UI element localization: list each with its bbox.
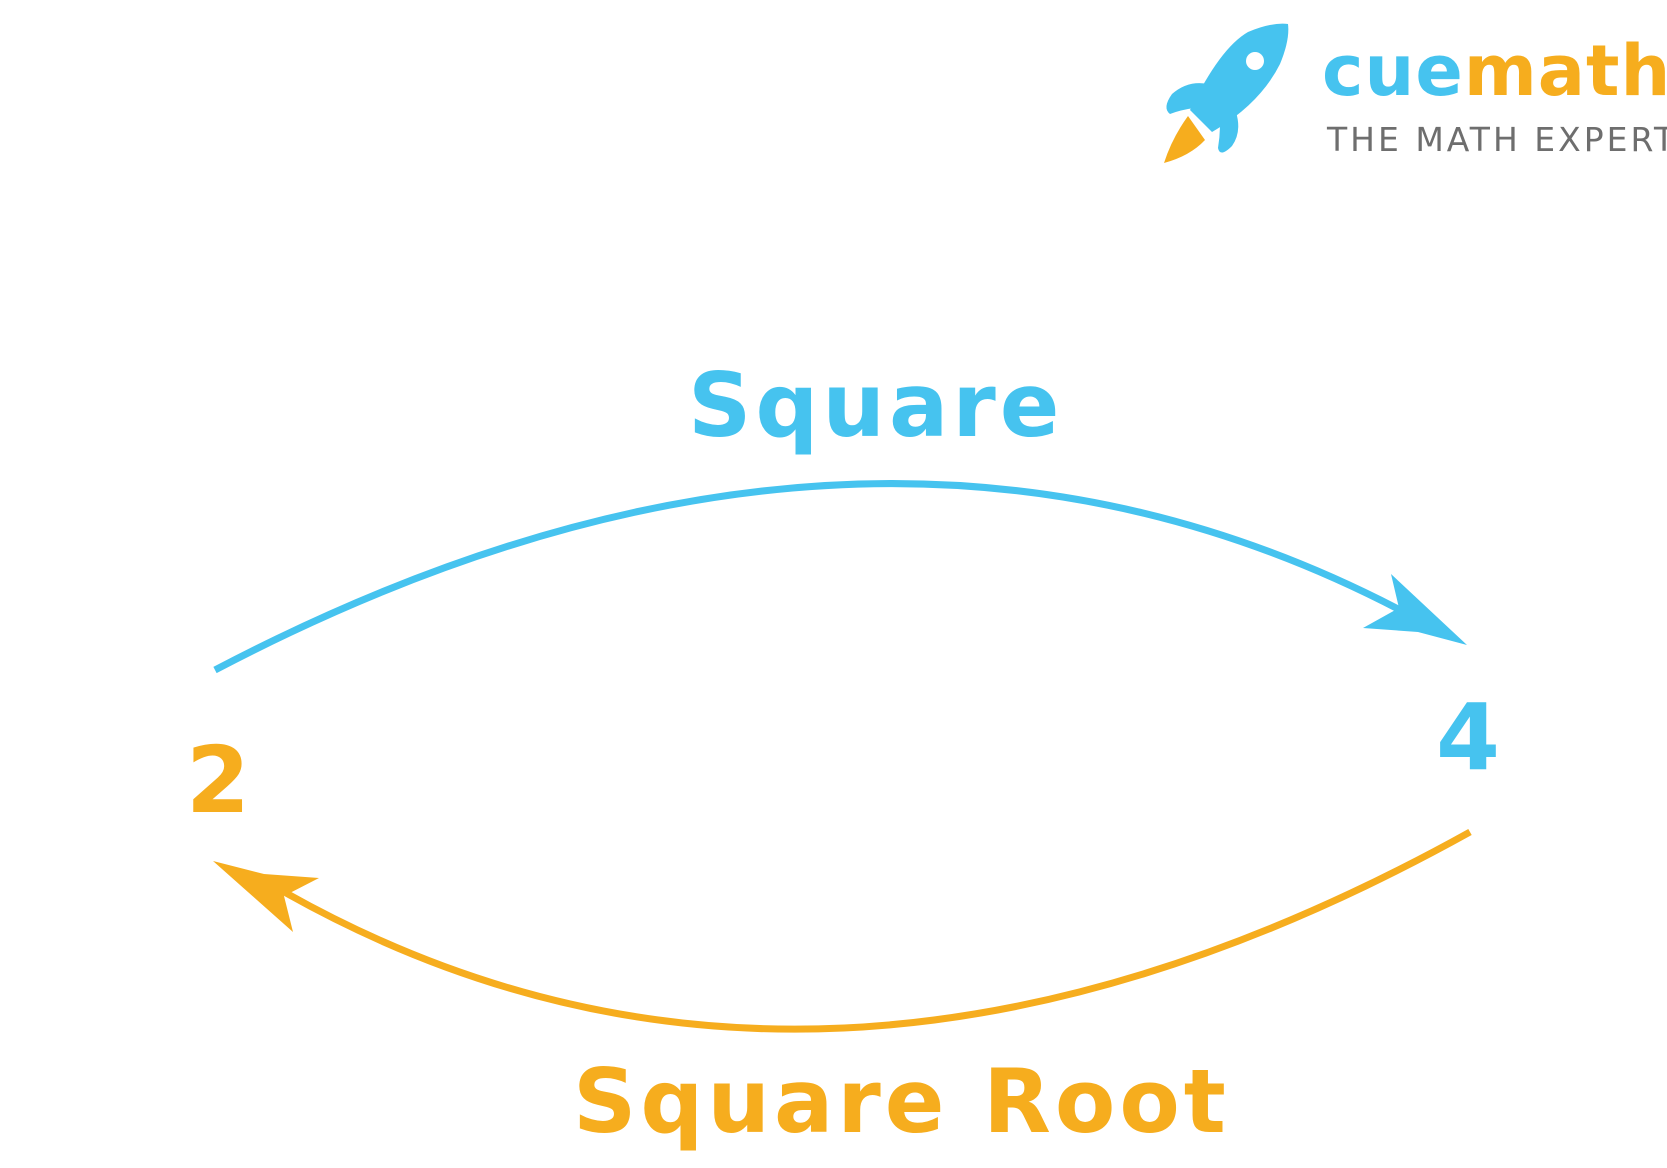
square-root-arrow-head (213, 861, 319, 932)
logo-wordmark: cuemath (1322, 36, 1667, 106)
logo-word-cue: cue (1322, 30, 1464, 112)
value-four: 4 (1436, 684, 1501, 791)
logo-tagline: THE MATH EXPERT (1327, 120, 1667, 159)
logo-word-math: math (1463, 30, 1667, 112)
square-root-arrow-curve (284, 828, 1472, 1033)
square-root-label: Square Root (573, 1050, 1230, 1153)
cuemath-logo: cuemath THE MATH EXPERT (1150, 18, 1667, 168)
square-label: Square (688, 354, 1064, 457)
value-two: 2 (186, 727, 251, 834)
rocket-icon (1164, 23, 1289, 163)
square-arrow-head (1363, 574, 1467, 645)
square-arrow-curve (213, 480, 1402, 674)
